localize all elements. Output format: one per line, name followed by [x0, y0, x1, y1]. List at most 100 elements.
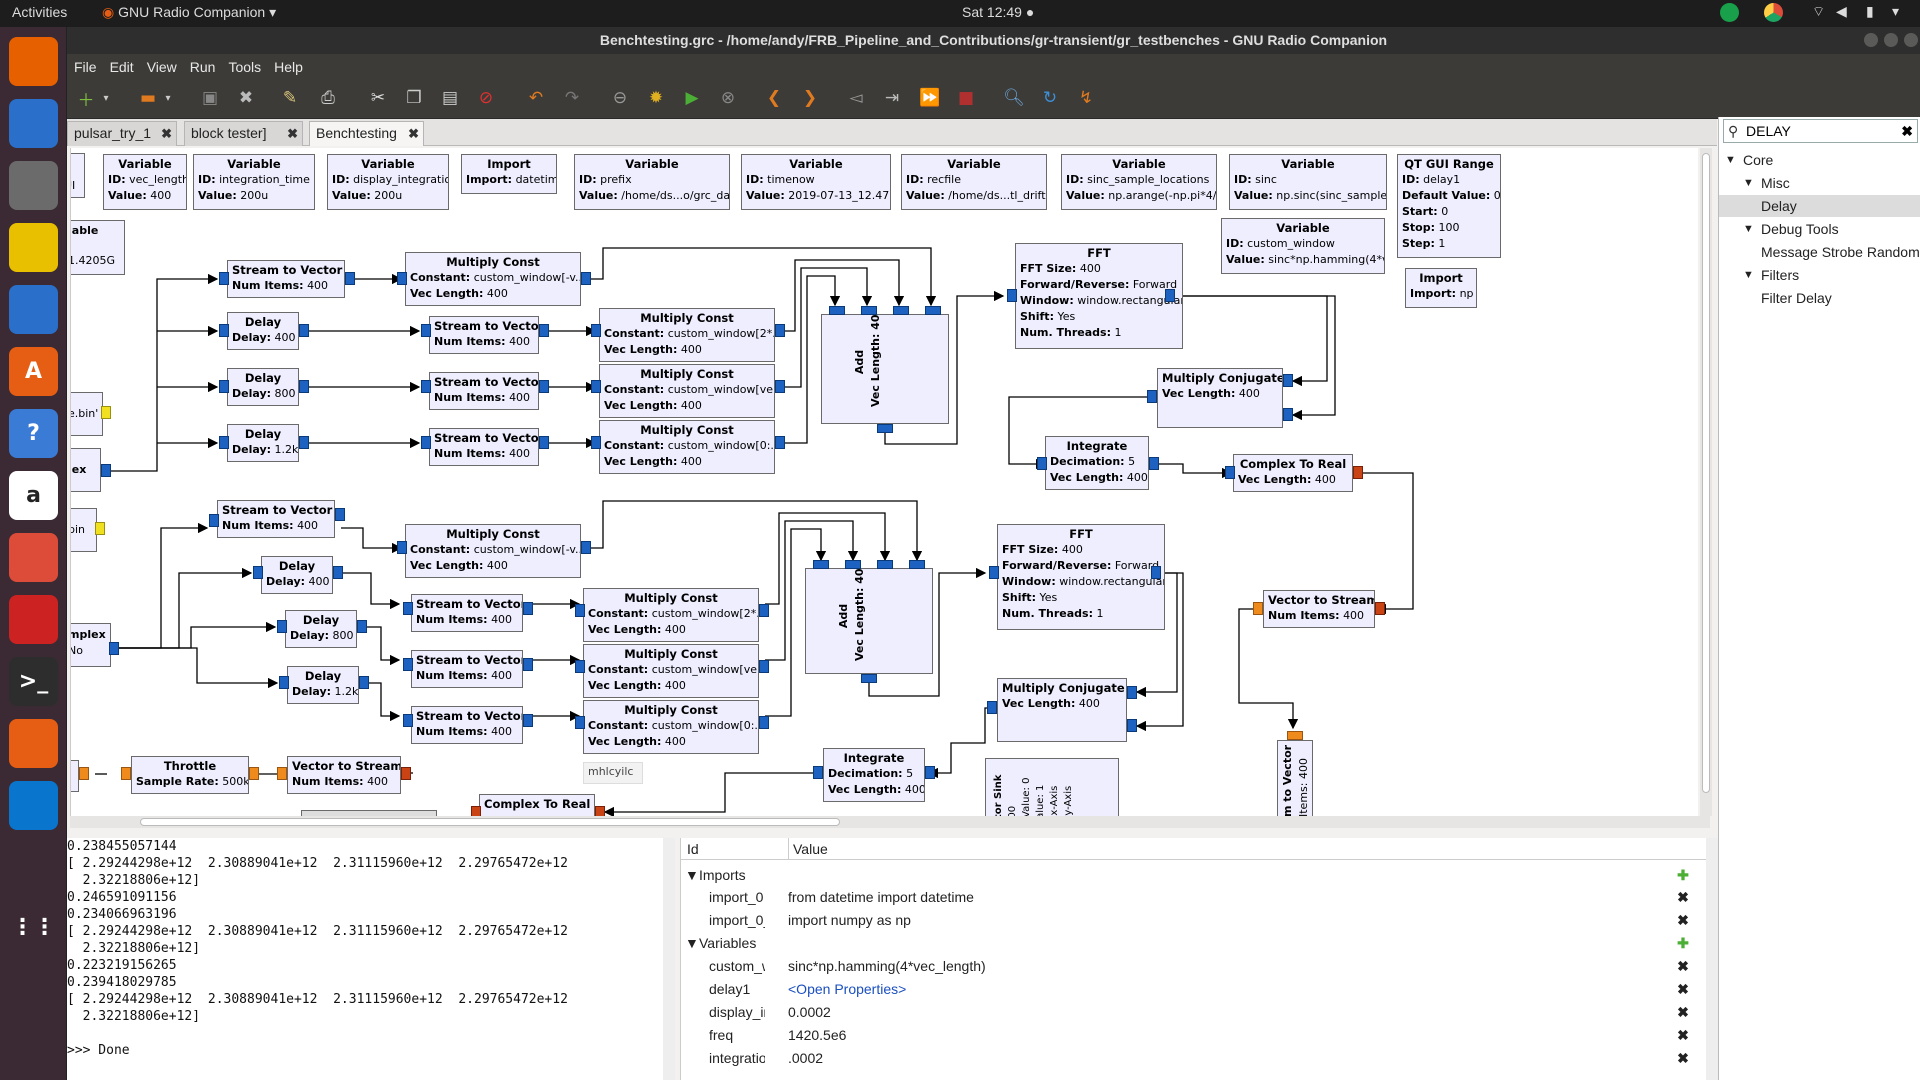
port-in[interactable]: [403, 602, 413, 615]
maximize-button[interactable]: [1884, 33, 1898, 47]
port-in[interactable]: [219, 272, 229, 285]
system-menu-icon[interactable]: ▾: [1892, 3, 1900, 19]
port-in[interactable]: [279, 676, 289, 689]
tab-pulsar-try-1[interactable]: pulsar_try_1✖: [67, 121, 177, 146]
menu-run[interactable]: Run: [189, 58, 216, 75]
files-icon[interactable]: [9, 161, 58, 210]
port-in[interactable]: [421, 380, 431, 393]
console-scrollbar[interactable]: [663, 838, 675, 1080]
port-out[interactable]: [523, 714, 533, 727]
run-icon[interactable]: ▶: [685, 88, 699, 108]
stop-icon[interactable]: ⊗: [720, 88, 736, 108]
port-out[interactable]: [1151, 566, 1161, 579]
port-in[interactable]: [893, 306, 909, 315]
port-out[interactable]: [109, 642, 119, 655]
port-in[interactable]: [1287, 731, 1303, 740]
port-out[interactable]: [581, 272, 591, 285]
new-file-icon[interactable]: ＋: [77, 90, 95, 111]
port-in[interactable]: [209, 514, 219, 527]
variables-scrollbar[interactable]: [1706, 838, 1718, 1080]
port-out[interactable]: [95, 522, 105, 535]
screen-capture-icon[interactable]: ■: [957, 88, 975, 108]
port-out[interactable]: [581, 541, 591, 554]
gnuradio-icon[interactable]: [9, 719, 58, 768]
port-out[interactable]: [861, 674, 877, 683]
expander-icon[interactable]: ▼: [1743, 223, 1754, 235]
partial-block-ui[interactable]: UI: [71, 153, 85, 198]
tree-item-message-strobe-random[interactable]: Message Strobe Random: [1719, 241, 1920, 263]
variable-row[interactable]: delay1<Open Properties>✖: [681, 978, 1706, 1000]
partial-block-bottom[interactable]: [71, 760, 79, 792]
partial-block-bottom-center[interactable]: [301, 810, 437, 816]
remove-variable-icon[interactable]: ✖: [1677, 1027, 1689, 1043]
variable-row[interactable]: custom_windowsinc*np.hamming(4*vec_lengt…: [681, 955, 1706, 977]
help-icon[interactable]: ?: [9, 409, 58, 458]
port-in[interactable]: [397, 272, 407, 285]
partial-block-file-source-1[interactable]: e.bin': [71, 392, 103, 436]
partial-block-file-source-2[interactable]: bin: [71, 508, 97, 552]
port-out[interactable]: [101, 464, 111, 477]
create-hier-icon[interactable]: ◅: [849, 88, 863, 108]
menu-tools[interactable]: Tools: [228, 58, 262, 75]
port-out[interactable]: [1165, 289, 1175, 302]
minimize-button[interactable]: [1864, 33, 1878, 47]
port-out[interactable]: [299, 380, 309, 393]
remove-variable-icon[interactable]: ✖: [1677, 958, 1689, 974]
canvas-vertical-scrollbar[interactable]: [1700, 148, 1712, 816]
console-output[interactable]: 0.238455057144[ 2.29244298e+12 2.3088904…: [67, 838, 663, 1080]
undo-icon[interactable]: ↶: [528, 88, 544, 108]
reload-icon[interactable]: ↻: [1042, 88, 1058, 108]
port-out[interactable]: [759, 716, 769, 729]
port-in[interactable]: [575, 716, 585, 729]
port-out[interactable]: [987, 701, 997, 714]
chrome-tray-icon[interactable]: [1764, 3, 1783, 22]
port-in[interactable]: [925, 306, 941, 315]
copy-icon[interactable]: ❐: [406, 88, 422, 108]
port-out[interactable]: [759, 604, 769, 617]
port-in[interactable]: [591, 324, 601, 337]
imports-group[interactable]: ▼ Imports ✚: [681, 864, 1706, 886]
port-in[interactable]: [1007, 289, 1017, 302]
port-in[interactable]: [575, 604, 585, 617]
port-in[interactable]: [861, 306, 877, 315]
variables-group[interactable]: ▼Variables✚: [681, 932, 1706, 954]
port-in[interactable]: [403, 658, 413, 671]
clear-search-icon[interactable]: ✖: [1901, 123, 1913, 139]
tree-item-misc[interactable]: ▼Misc: [1719, 172, 1920, 194]
remove-variable-icon[interactable]: ✖: [1677, 981, 1689, 997]
delete-icon[interactable]: ⊘: [478, 88, 494, 108]
tree-item-core[interactable]: ▼Core: [1719, 149, 1920, 171]
port-out[interactable]: [121, 767, 131, 780]
tree-item-filter-delay[interactable]: Filter Delay: [1719, 287, 1920, 309]
port-in[interactable]: [1037, 457, 1047, 470]
save-icon[interactable]: ▣: [201, 88, 219, 108]
port-in[interactable]: [219, 324, 229, 337]
app-menu[interactable]: ◉ GNU Radio Companion ▾: [102, 4, 276, 21]
close-tab-icon[interactable]: ✖: [287, 126, 298, 141]
